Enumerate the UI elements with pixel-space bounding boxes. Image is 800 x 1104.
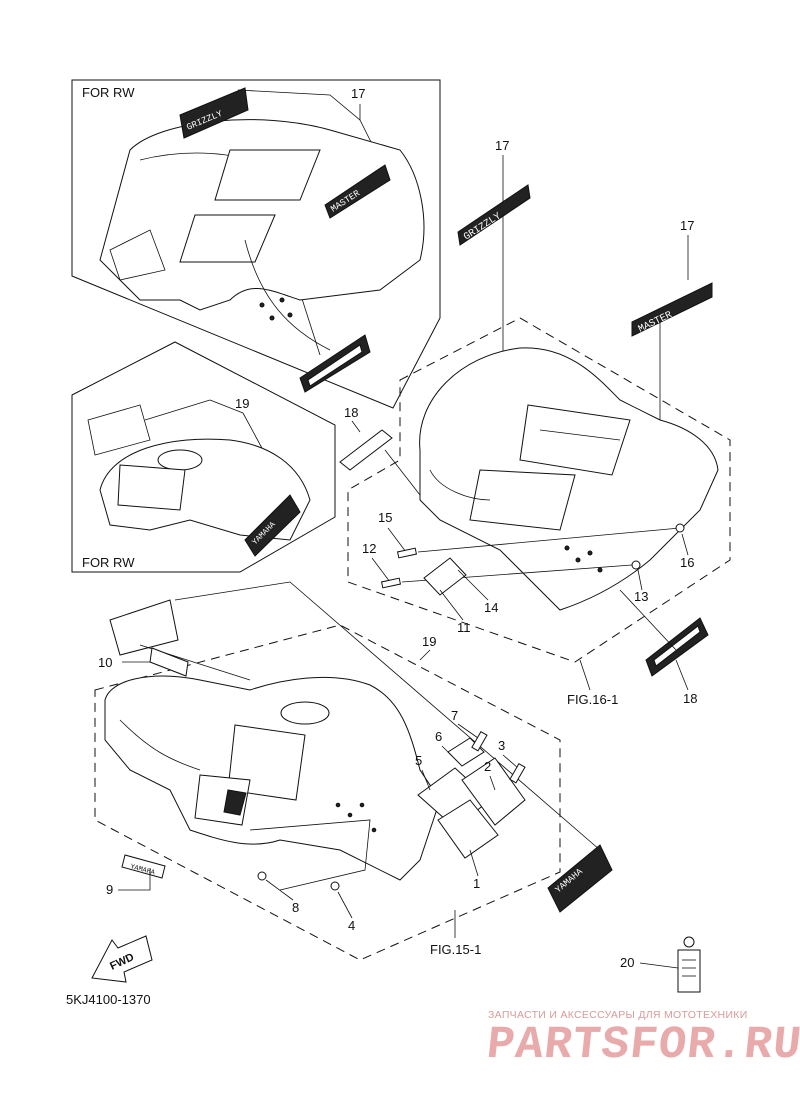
label-for-rw-top: FOR RW [82, 85, 135, 100]
label-tag-20: 20 [620, 936, 701, 993]
callout-3: 3 [498, 738, 505, 753]
callout-14: 14 [484, 600, 498, 615]
catalog-code: 5KJ4100-1370 [66, 992, 151, 1007]
callout-1: 1 [473, 876, 480, 891]
callout-12: 12 [362, 541, 376, 556]
callout-5: 5 [415, 753, 422, 768]
callout-6: 6 [435, 729, 442, 744]
callout-17-b: 17 [680, 218, 694, 233]
watermark-brand-logo: PARTSFOR.RU [484, 1019, 800, 1071]
inset-front-fender-rw: FOR RW 19 YAMAHA [71, 341, 336, 573]
caption-fig-15-1: FIG.15-1 [430, 942, 481, 957]
callout-18-a: 18 [344, 405, 358, 420]
callout-15: 15 [378, 510, 392, 525]
fwd-arrow-icon: FWD [91, 935, 153, 983]
callout-10: 10 [98, 655, 112, 670]
callout-19: 19 [422, 634, 436, 649]
inset-rear-fender-rw: FOR RW 17 18 GRIZZLY MASTER [71, 79, 441, 409]
callout-16: 16 [680, 555, 694, 570]
callout-18-b: 18 [683, 691, 697, 706]
callout-19-inset: 19 [235, 396, 249, 411]
front-fender-assembly: FIG.15-1 19 10 YAMAHA 1 2 3 [94, 581, 613, 961]
caption-fig-16-1: FIG.16-1 [567, 692, 618, 707]
callout-17-inset: 17 [351, 86, 365, 101]
callout-20: 20 [620, 955, 634, 970]
callout-8: 8 [292, 900, 299, 915]
callout-9: 9 [106, 882, 113, 897]
callout-13: 13 [634, 589, 648, 604]
callout-4: 4 [348, 918, 355, 933]
callout-2: 2 [484, 759, 491, 774]
callout-17-a: 17 [495, 138, 509, 153]
label-for-rw-left: FOR RW [82, 555, 135, 570]
callout-7: 7 [451, 708, 458, 723]
callout-11: 11 [457, 620, 471, 635]
watermark-tagline: ЗАПЧАСТИ И АКСЕССУАРЫ ДЛЯ МОТОТЕХНИКИ [488, 1009, 748, 1021]
